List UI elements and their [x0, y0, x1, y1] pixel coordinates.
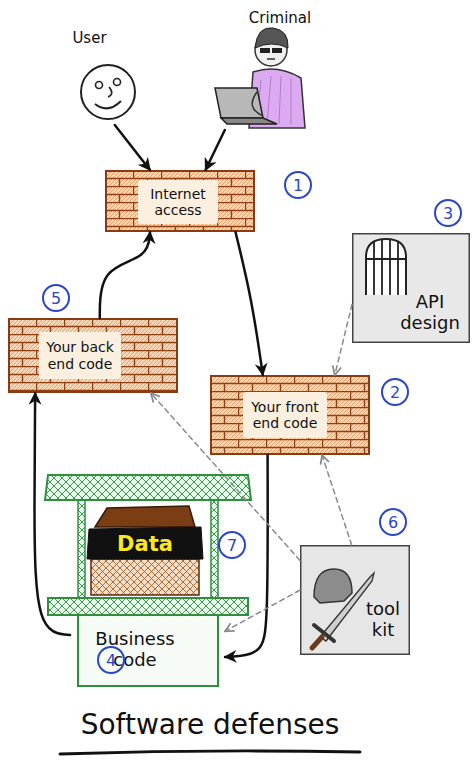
node-label: Your front end code [243, 392, 327, 438]
flow-arrow [115, 125, 150, 170]
flow-arrow [206, 130, 225, 170]
node-label: Data [90, 530, 200, 558]
eye [96, 82, 103, 89]
cage-floor [48, 598, 248, 615]
toolkit-box-outline [301, 546, 410, 655]
callout-number: 1 [284, 171, 312, 199]
user-figure: User [62, 30, 142, 125]
sword-handle [312, 637, 322, 648]
criminal-arm [252, 92, 263, 116]
chest-body [91, 559, 199, 595]
title-underline [60, 751, 360, 754]
callout-number: 3 [434, 199, 462, 227]
face-outline [81, 65, 135, 119]
cage-box: Business code Data [70, 470, 225, 688]
criminal-cap [255, 28, 288, 48]
laptop-screen [215, 88, 263, 118]
callout-number: 2 [381, 378, 409, 406]
node-label: tool kit [356, 590, 410, 650]
node-label: Your back end code [39, 332, 121, 379]
sunglasses [272, 48, 282, 53]
sword-blade [320, 573, 374, 641]
node-label: Internet access [138, 180, 218, 224]
criminal-figure: Criminal [205, 8, 315, 130]
brick-wall-box: Internet access [105, 170, 255, 232]
diagram-title: Software defenses [30, 708, 390, 741]
brick-wall [9, 319, 177, 392]
helmet [314, 569, 352, 603]
toolkit-box: tool kit [300, 545, 410, 655]
node-label: Criminal [240, 10, 320, 27]
prison-window [366, 239, 406, 295]
node-label: API design [388, 285, 472, 341]
cage-post [211, 500, 218, 598]
business-base [78, 615, 218, 686]
callout-number: 6 [379, 508, 407, 536]
eye [114, 79, 121, 86]
cage-post [78, 500, 85, 598]
brick-wall [211, 376, 369, 454]
chest-lid [95, 506, 195, 527]
dashed-arrow [335, 305, 352, 376]
cage-roof [45, 475, 251, 500]
flow-arrow [236, 232, 263, 375]
node-label: User [62, 30, 117, 47]
flow-arrow [100, 232, 150, 318]
sword-guard [314, 625, 334, 641]
brick-wall [106, 171, 254, 231]
mouth [95, 101, 121, 108]
dashed-arrow [322, 455, 352, 545]
brick-wall-box: Your back end code [8, 318, 178, 393]
chest-band [87, 527, 203, 559]
brick-wall-box: Your front end code [210, 375, 370, 455]
prison-bars [366, 240, 406, 295]
nose [108, 87, 112, 97]
treasure-chest: Data [85, 505, 205, 598]
api-box: API design [352, 233, 470, 343]
mouth [267, 58, 275, 59]
callout-number: 4 [97, 646, 125, 674]
laptop-base [221, 118, 277, 124]
node-label: Business code [80, 618, 190, 682]
sunglasses [260, 48, 270, 53]
callout-number: 5 [42, 284, 70, 312]
callout-number: 7 [218, 531, 246, 559]
